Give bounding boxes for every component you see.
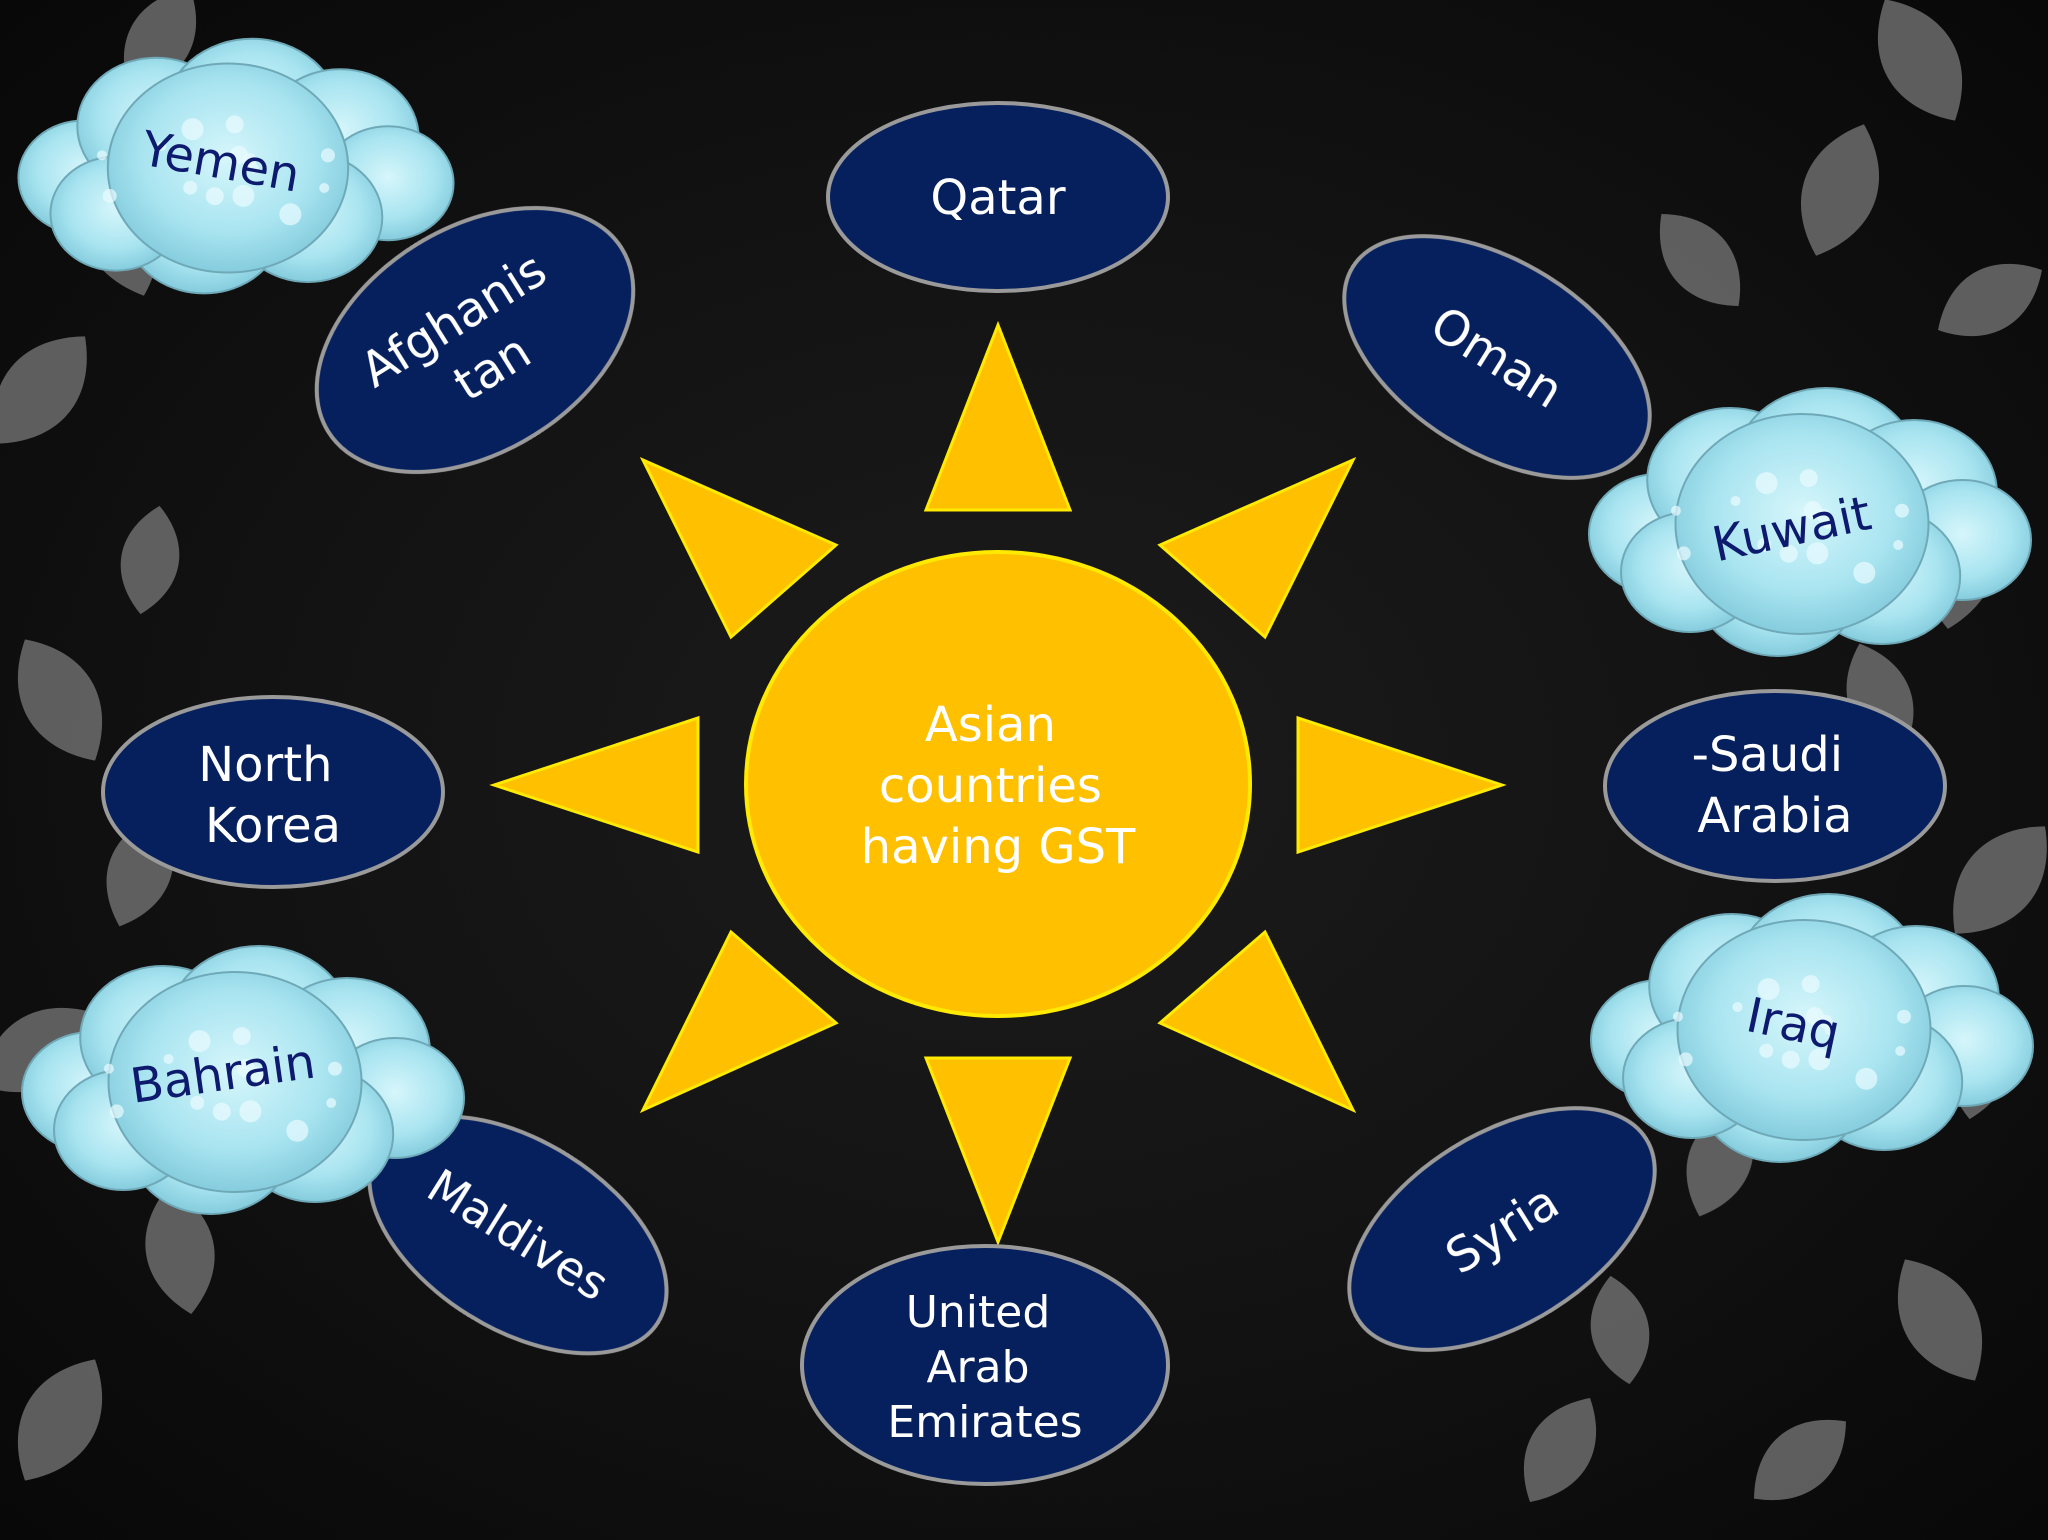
- center-label-line-1: Asian: [925, 697, 1056, 753]
- country-ovals: Qatar Oman -Saudi Arabia Syria Unite: [101, 101, 1947, 1486]
- svg-text:North Korea: North Korea: [198, 737, 348, 854]
- country-label: Arab: [926, 1342, 1029, 1393]
- svg-text:-Saudi Arabia: -Saudi Arabia: [1692, 727, 1859, 844]
- sun-ray-5: [923, 1056, 1073, 1247]
- country-label: Emirates: [887, 1397, 1082, 1448]
- sun-ray-7: [489, 715, 700, 855]
- country-cloud-yemen: Yemen: [17, 37, 455, 295]
- sun-ray-6: [639, 929, 839, 1114]
- center-label-line-2: countries: [879, 758, 1102, 814]
- country-label: Korea: [205, 798, 341, 854]
- country-label: Qatar: [930, 170, 1065, 226]
- country-node-syria: Syria: [1347, 1106, 1657, 1352]
- country-label: United: [906, 1287, 1051, 1338]
- country-node-uae: United Arab Emirates: [800, 1244, 1170, 1486]
- cloud-icon: [1588, 387, 2032, 657]
- country-clouds: Yemen Kuwait Iraq Bahrain: [17, 37, 2034, 1215]
- country-node-maldives: Maldives: [367, 1114, 669, 1356]
- country-cloud-kuwait: Kuwait: [1588, 387, 2032, 657]
- svg-text:Asian countries ha: Asian countries having GST: [861, 697, 1136, 875]
- sun-ray-1: [923, 320, 1073, 512]
- country-node-afghanistan: Afghanis tan: [314, 205, 636, 475]
- cloud-icon: [1590, 893, 2034, 1163]
- center-label-line-3: having GST: [861, 819, 1136, 875]
- country-node-oman: Oman: [1342, 234, 1652, 480]
- country-cloud-bahrain: Bahrain: [21, 945, 465, 1215]
- sun-ray-3: [1296, 715, 1507, 855]
- svg-text:United Arab Em: United Arab Emirates: [887, 1287, 1082, 1448]
- cloud-icon: [21, 945, 465, 1215]
- cloud-icon: [17, 37, 455, 295]
- sun-rays: [489, 320, 1507, 1247]
- country-cloud-iraq: Iraq: [1590, 893, 2034, 1163]
- sun-center: Asian countries having GST: [744, 550, 1252, 1018]
- sun-ray-8: [639, 456, 839, 640]
- country-label: Arabia: [1697, 788, 1852, 844]
- sun-ray-4: [1157, 929, 1357, 1114]
- country-label: North: [198, 737, 332, 793]
- country-node-qatar: Qatar: [826, 101, 1170, 293]
- country-node-north-korea: North Korea: [101, 695, 445, 889]
- country-node-saudi-arabia: -Saudi Arabia: [1603, 689, 1947, 883]
- country-label: -Saudi: [1692, 727, 1843, 783]
- sun-ray-2: [1157, 456, 1357, 640]
- svg-text:Qatar: Qatar: [930, 170, 1065, 226]
